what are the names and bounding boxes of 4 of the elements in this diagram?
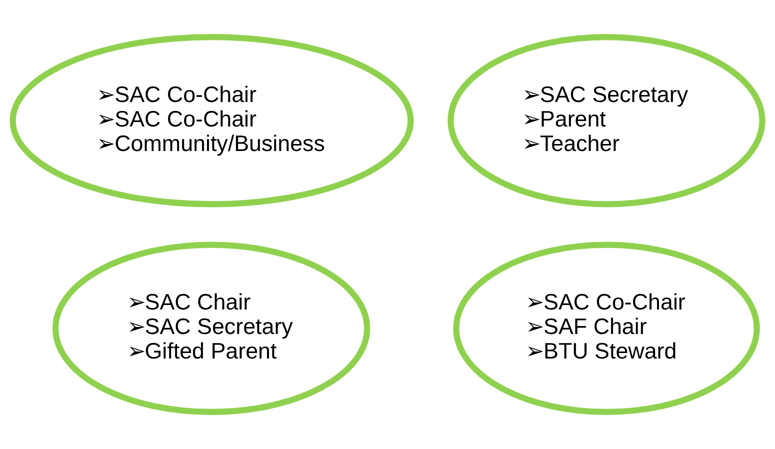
node-ellipse: ➢SAC Chair ➢SAC Secretary ➢Gifted Parent — [52, 242, 370, 415]
node-ellipse: ➢SAC Co-Chair ➢SAF Chair ➢BTU Steward — [453, 242, 760, 415]
node-ellipse: ➢SAC Secretary ➢Parent ➢Teacher — [448, 34, 766, 208]
node-ellipse: ➢SAC Co-Chair ➢SAC Co-Chair ➢Community/Business — [10, 34, 414, 208]
